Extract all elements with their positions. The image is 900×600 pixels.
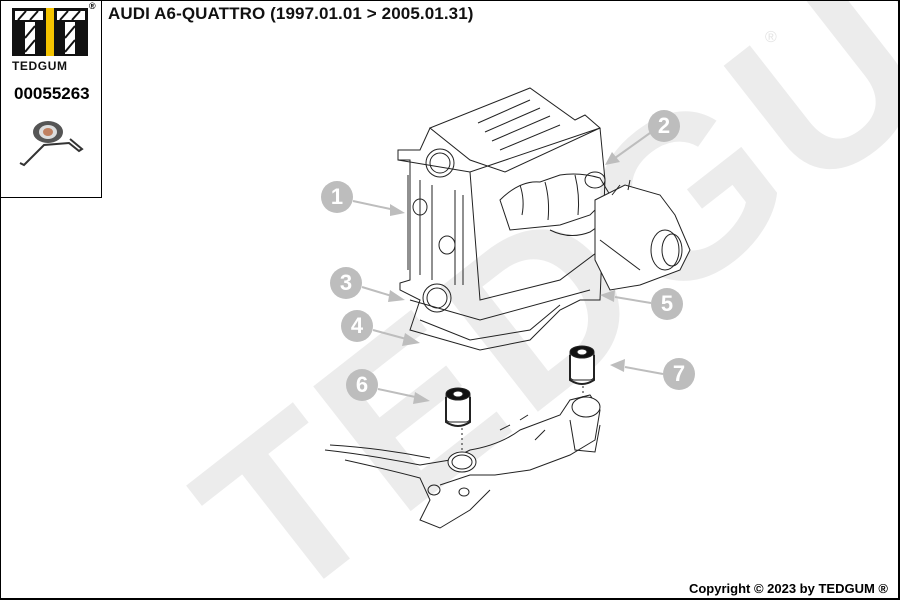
intake-manifold — [499, 171, 611, 236]
logo-panel: ® TEDGUM 00055263 — [0, 0, 102, 198]
gearbox — [594, 179, 691, 291]
vehicle-title: AUDI A6-QUATTRO (1997.01.01 > 2005.01.31… — [108, 4, 474, 23]
subframe — [324, 394, 601, 529]
engine-block — [397, 87, 606, 351]
callout-3: 3 — [330, 267, 362, 299]
bushing-6 — [445, 387, 471, 460]
callout-1: 1 — [321, 181, 353, 213]
callout-2: 2 — [648, 110, 680, 142]
registered-mark: ® — [89, 1, 96, 11]
bushing-7 — [569, 345, 595, 415]
svg-text:®: ® — [765, 29, 777, 46]
callout-5: 5 — [651, 288, 683, 320]
center-bearing-support-icon — [19, 121, 84, 167]
part-number: 00055263 — [14, 84, 90, 103]
callout-4: 4 — [341, 310, 373, 342]
callout-arrows — [352, 132, 664, 404]
copyright-notice: Copyright © 2023 by TEDGUM ® — [688, 581, 888, 596]
callout-6: 6 — [346, 369, 378, 401]
tedgum-logo-icon — [12, 8, 88, 56]
callout-7: 7 — [663, 358, 695, 390]
brand-name: TEDGUM — [12, 59, 68, 73]
